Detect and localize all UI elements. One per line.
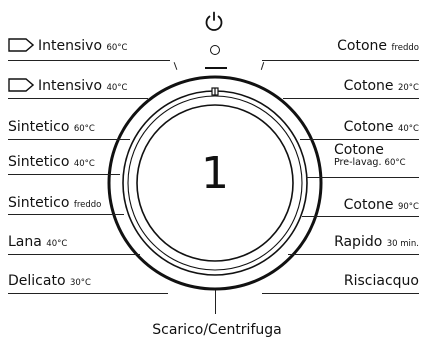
divider-line [8, 254, 140, 255]
divider-line [8, 174, 120, 175]
dial-value: 1 [201, 148, 229, 199]
program-scarico-centrifuga[interactable]: Scarico/Centrifuga [152, 322, 282, 338]
program-intensivo-40[interactable]: Intensivo 40°C [8, 78, 127, 96]
program-lana-40[interactable]: Lana 40°C [8, 234, 68, 250]
divider-line [8, 60, 170, 61]
divider-line [262, 60, 419, 61]
program-cotone-prelavag-60[interactable]: Cotone Pre-lavag. 60°C [334, 142, 406, 168]
divider-line [306, 177, 419, 178]
prewash-tag-icon [8, 78, 35, 96]
program-cotone-freddo[interactable]: Cotone freddo [337, 38, 419, 54]
program-sintetico-40[interactable]: Sintetico 40°C [8, 154, 95, 170]
indicator-light-icon [210, 45, 220, 55]
divider-line [8, 214, 124, 215]
prewash-tag-icon [8, 38, 35, 56]
program-cotone-90[interactable]: Cotone 90°C [343, 197, 419, 213]
divider-line [8, 98, 148, 99]
divider-line [288, 254, 419, 255]
program-delicato-30[interactable]: Delicato 30°C [8, 273, 91, 289]
power-icon[interactable] [203, 10, 225, 32]
program-cotone-20[interactable]: Cotone 20°C [343, 78, 419, 94]
divider-line [262, 293, 419, 294]
divider-line [300, 139, 419, 140]
program-intensivo-60[interactable]: Intensivo 60°C [8, 38, 127, 56]
divider-line [283, 98, 419, 99]
program-cotone-40[interactable]: Cotone 40°C [343, 119, 419, 135]
divider-line [215, 290, 216, 314]
program-sintetico-60[interactable]: Sintetico 60°C [8, 119, 95, 135]
divider-line [302, 216, 419, 217]
program-risciacquo[interactable]: Risciacquo [343, 273, 419, 289]
program-rapido-30min[interactable]: Rapido 30 min. [334, 234, 419, 250]
divider-line [8, 293, 168, 294]
program-sintetico-freddo[interactable]: Sintetico freddo [8, 195, 102, 211]
divider-line [8, 139, 130, 140]
tick-mark [205, 67, 227, 69]
